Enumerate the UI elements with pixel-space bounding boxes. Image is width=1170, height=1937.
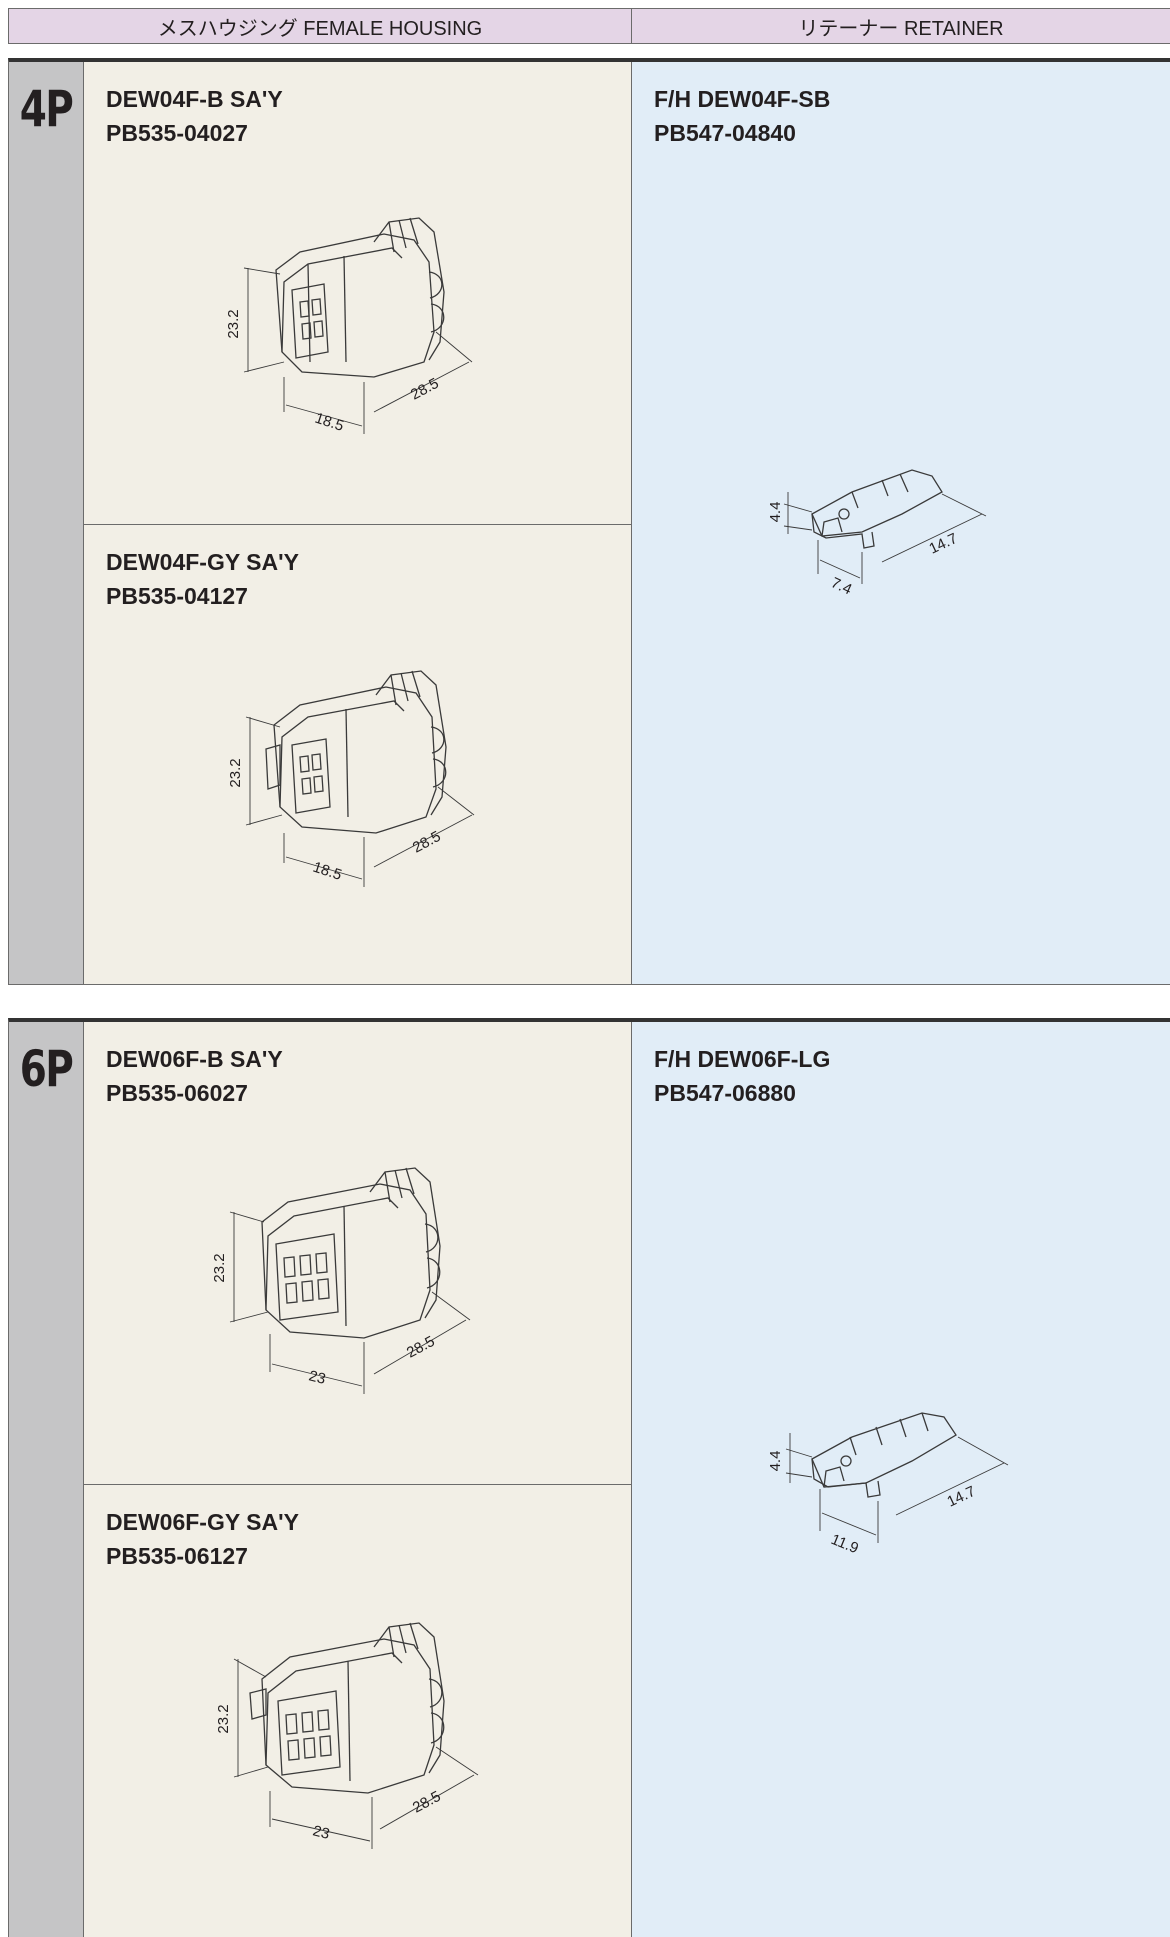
pin-count-label: 4P: [19, 80, 74, 138]
dimension-width: 7.4: [828, 574, 854, 598]
housing-name: DEW04F-GY SA'Y: [106, 549, 299, 575]
housing-drawing: 23.2 18.5 28.5: [224, 212, 494, 442]
connector-4p-gray-drawing: 23.2 18.5 28.5: [227, 670, 475, 887]
housing-part-number: PB535-06127: [106, 1543, 248, 1569]
retainer-4p-drawing: 4.4 7.4 14.7: [767, 469, 987, 598]
dimension-width: 11.9: [829, 1531, 861, 1557]
housing-item: DEW06F-B SA'Y PB535-06027: [84, 1022, 631, 1484]
table-header: メスハウジング FEMALE HOUSING リテーナー RETAINER: [8, 8, 1170, 44]
housing-name: DEW06F-B SA'Y: [106, 1046, 283, 1072]
dimension-height: 23.2: [227, 758, 244, 787]
retainer-label: F/H DEW06F-LG PB547-06880: [654, 1042, 830, 1110]
dimension-width: 18.5: [313, 410, 346, 435]
retainer-cell: F/H DEW04F-SB PB547-04840: [632, 62, 1170, 984]
pin-count-cell: 4P: [9, 62, 84, 984]
housing-item: DEW04F-GY SA'Y PB535-04127: [84, 524, 631, 984]
section-4p-bottom-border: [8, 984, 1170, 985]
dimension-depth: 14.7: [945, 1483, 979, 1511]
dimension-depth: 14.7: [927, 530, 961, 558]
housing-item: DEW06F-GY SA'Y PB535-06127: [84, 1484, 631, 1937]
female-housing-cell: DEW04F-B SA'Y PB535-04027: [84, 62, 632, 984]
section-4p: 4P DEW04F-B SA'Y PB535-04027: [8, 58, 1170, 984]
housing-part-number: PB535-04127: [106, 583, 248, 609]
housing-label: DEW04F-GY SA'Y PB535-04127: [106, 545, 299, 613]
dimension-depth: 28.5: [410, 1788, 444, 1817]
female-housing-column-header: メスハウジング FEMALE HOUSING: [9, 9, 632, 43]
housing-part-number: PB535-04027: [106, 120, 248, 146]
retainer-part-number: PB547-06880: [654, 1080, 796, 1106]
dimension-height: 23.2: [215, 1704, 232, 1733]
housing-name: DEW04F-B SA'Y: [106, 86, 283, 112]
retainer-name: F/H DEW04F-SB: [654, 86, 831, 112]
housing-drawing: 23.2 23 28.5: [204, 1615, 494, 1855]
connector-6p-gray-drawing: 23.2 23 28.5: [215, 1622, 479, 1849]
retainer-name: F/H DEW06F-LG: [654, 1046, 831, 1072]
retainer-drawing: 4.4 11.9 14.7: [767, 1407, 1042, 1577]
housing-label: DEW04F-B SA'Y PB535-04027: [106, 82, 283, 150]
dimension-depth: 28.5: [404, 1333, 438, 1362]
housing-drawing: 23.2 18.5 28.5: [224, 665, 494, 895]
retainer-column-header: リテーナー RETAINER: [798, 17, 1004, 40]
pin-count-cell: 6P: [9, 1022, 84, 1937]
dimension-width: 18.5: [311, 859, 344, 884]
pin-count-label: 6P: [19, 1040, 74, 1098]
retainer-cell: F/H DEW06F-LG PB547-06880: [632, 1022, 1170, 1937]
dimension-height: 4.4: [767, 1451, 784, 1472]
dimension-width: 23: [307, 1367, 327, 1388]
retainer-6p-drawing: 4.4 11.9 14.7: [767, 1412, 1009, 1557]
retainer-label: F/H DEW04F-SB PB547-04840: [654, 82, 830, 150]
dimension-height: 4.4: [767, 502, 784, 523]
connector-6p-black-drawing: 23.2 23 28.5: [211, 1167, 471, 1394]
dimension-height: 23.2: [225, 309, 242, 338]
housing-label: DEW06F-B SA'Y PB535-06027: [106, 1042, 283, 1110]
housing-label: DEW06F-GY SA'Y PB535-06127: [106, 1505, 299, 1573]
retainer-drawing: 4.4 7.4 14.7: [767, 462, 1022, 612]
housing-name: DEW06F-GY SA'Y: [106, 1509, 299, 1535]
retainer-part-number: PB547-04840: [654, 120, 796, 146]
dimension-height: 23.2: [211, 1253, 228, 1282]
dimension-depth: 28.5: [410, 828, 444, 857]
connector-4p-black-drawing: 23.2 18.5 28.5: [225, 217, 473, 435]
female-housing-cell: DEW06F-B SA'Y PB535-06027: [84, 1022, 632, 1937]
housing-item: DEW04F-B SA'Y PB535-04027: [84, 62, 631, 524]
housing-part-number: PB535-06027: [106, 1080, 248, 1106]
dimension-width: 23: [311, 1822, 331, 1843]
section-6p: 6P DEW06F-B SA'Y PB535-06027: [8, 1018, 1170, 1937]
housing-drawing: 23.2 23 28.5: [204, 1162, 484, 1402]
